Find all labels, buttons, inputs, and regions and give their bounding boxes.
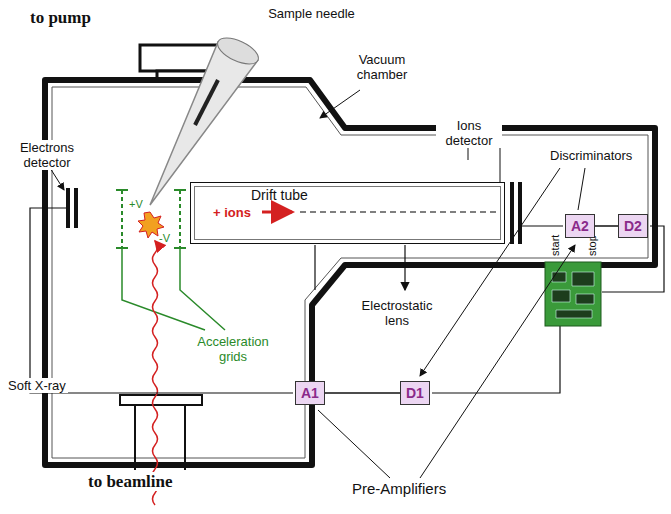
port-label: to pump bbox=[28, 8, 93, 27]
preamp-leaders bbox=[318, 245, 575, 478]
discriminator-box: D1 bbox=[400, 381, 430, 405]
box-label: A2 bbox=[571, 218, 589, 234]
chamber-inner-wall bbox=[52, 87, 648, 458]
needle-feedthrough bbox=[195, 80, 218, 125]
beamline-tube bbox=[135, 405, 185, 470]
grid-ends bbox=[116, 190, 186, 248]
ion-signal-wire bbox=[522, 225, 563, 226]
soft-xray-beam bbox=[153, 241, 158, 505]
signal-connector bbox=[595, 225, 618, 227]
vacuum-chamber bbox=[45, 80, 655, 465]
voltage-label: +V bbox=[127, 198, 145, 211]
part-label: Vacuum chamber bbox=[340, 52, 424, 82]
part-label: Ions detector bbox=[436, 118, 502, 148]
signal-connector bbox=[325, 392, 400, 394]
ion-detector-plate bbox=[510, 182, 514, 244]
part-label: Discriminators bbox=[548, 148, 634, 163]
part-label: Electrostatic lens bbox=[350, 298, 444, 328]
ion-label: + ions bbox=[213, 205, 251, 220]
electron-detector-plate bbox=[66, 188, 70, 228]
grid-wires bbox=[122, 248, 225, 330]
needle-top bbox=[214, 33, 262, 70]
ion-arrow bbox=[262, 211, 292, 214]
part-label: Electrons detector bbox=[6, 140, 88, 170]
beamline-flange bbox=[120, 395, 202, 405]
electron-detector-plate bbox=[74, 188, 78, 228]
signal-label: start bbox=[549, 233, 562, 258]
box-label: D2 bbox=[624, 218, 642, 234]
discriminator-box: D2 bbox=[618, 214, 648, 238]
part-label: Soft X-ray bbox=[6, 378, 68, 393]
part-label: Acceleration grids bbox=[186, 334, 280, 364]
chamber-leader bbox=[320, 90, 360, 118]
part-label: Sample needle bbox=[262, 6, 361, 21]
box-label: D1 bbox=[406, 385, 424, 401]
ion-detector-leader bbox=[468, 145, 500, 182]
sample-needle bbox=[150, 42, 258, 205]
amplifier-box: A2 bbox=[565, 214, 595, 238]
tdc-board bbox=[545, 262, 601, 326]
board-chips bbox=[552, 272, 594, 318]
part-label: Pre-Amplifiers bbox=[350, 480, 448, 497]
ion-detector-plate bbox=[518, 182, 522, 244]
grid bbox=[179, 190, 181, 248]
lens-leaders bbox=[315, 245, 405, 290]
electron-signal-wire bbox=[30, 208, 293, 393]
start-wire bbox=[432, 326, 560, 393]
grid bbox=[121, 190, 123, 248]
ion-path bbox=[300, 211, 505, 213]
drift-tube: Drift tube+ ions bbox=[190, 182, 505, 244]
amplifier-box: A1 bbox=[295, 381, 325, 405]
box-label: A1 bbox=[301, 385, 319, 401]
discriminator-leaders bbox=[420, 168, 585, 376]
voltage-label: -V bbox=[157, 232, 172, 245]
tube-title: Drift tube bbox=[251, 187, 308, 203]
port-label: to beamline bbox=[86, 472, 175, 491]
